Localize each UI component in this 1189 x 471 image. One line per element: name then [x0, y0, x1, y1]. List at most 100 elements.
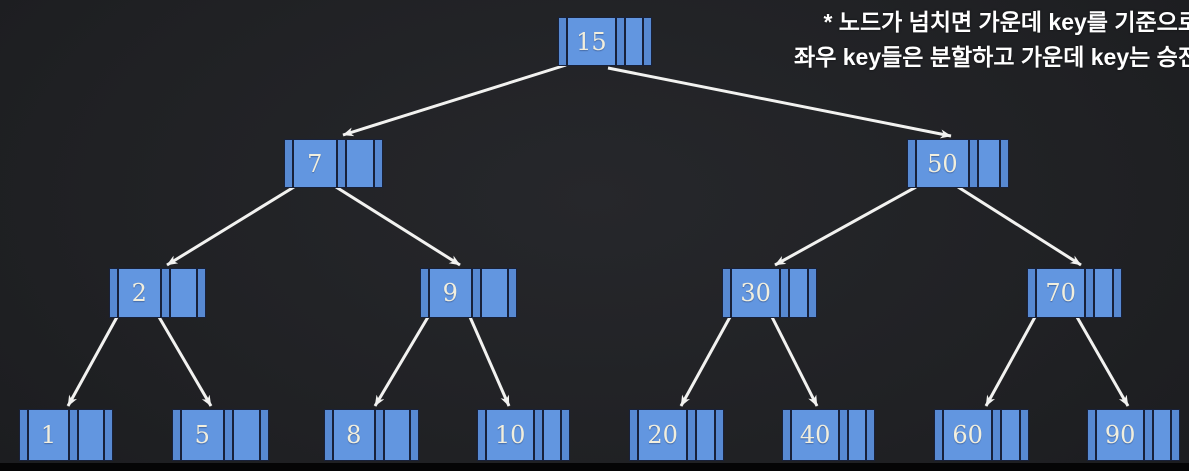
tree-edge-n50-n30 [774, 185, 917, 267]
child-pointer-slot [867, 410, 875, 460]
child-pointer-slot [1021, 410, 1029, 460]
empty-key-cell [697, 410, 715, 460]
child-pointer-slot [1001, 140, 1009, 187]
letterbox-bar [0, 463, 1189, 471]
tree-edge-n50-n70 [957, 185, 1082, 267]
empty-key-cell [849, 410, 866, 460]
tree-edge-n30-n40 [770, 316, 819, 407]
tree-edge-n9-n8 [373, 316, 430, 407]
key-cell: 90 [1097, 410, 1144, 460]
child-pointer-slot [472, 269, 480, 317]
annotation-note: * 노드가 넘치면 가운데 key를 기준으로 좌우 key들은 분할하고 가운… [794, 5, 1189, 75]
child-pointer-slot [783, 410, 790, 460]
empty-key-cell [544, 410, 561, 460]
btree-node-90: 90 [1088, 410, 1180, 460]
btree-node-1: 1 [20, 410, 112, 460]
empty-key-cell [79, 410, 103, 460]
key-cell: 30 [732, 269, 780, 317]
btree-node-8: 8 [325, 410, 418, 460]
empty-key-cell [1154, 410, 1171, 460]
key-cell: 5 [182, 410, 223, 460]
child-pointer-slot [198, 269, 205, 317]
child-pointer-slot [375, 140, 382, 187]
tree-edge-n7-n2 [166, 185, 295, 267]
btree-node-7: 7 [285, 140, 382, 187]
child-pointer-slot [478, 410, 485, 460]
child-pointer-slot [20, 410, 27, 460]
empty-key-cell [625, 18, 643, 65]
key-cell: 70 [1037, 269, 1085, 317]
key-cell: 50 [917, 140, 968, 187]
key-cell: 60 [944, 410, 992, 460]
child-pointer-slot [105, 410, 112, 460]
child-pointer-slot [993, 410, 1001, 460]
child-pointer-slot [969, 140, 977, 187]
key-cell: 1 [29, 410, 69, 460]
child-pointer-slot [616, 18, 624, 65]
btree-node-40: 40 [783, 410, 875, 460]
child-pointer-slot [1145, 410, 1153, 460]
key-cell: 2 [119, 269, 160, 317]
child-pointer-slot [70, 410, 78, 460]
child-pointer-slot [1172, 410, 1180, 460]
child-pointer-slot [411, 410, 418, 460]
tree-edge-n7-n9 [335, 185, 461, 267]
empty-key-cell [1002, 410, 1020, 460]
tree-edge-n9-n10 [468, 316, 511, 407]
btree-node-10: 10 [478, 410, 570, 460]
child-pointer-slot [809, 269, 817, 317]
tree-edge-n70-n60 [984, 316, 1037, 407]
annotation-line-1: * 노드가 넘치면 가운데 key를 기준으로 [823, 9, 1189, 35]
tree-edge-n2-n1 [66, 316, 119, 407]
child-pointer-slot [723, 269, 730, 317]
key-cell: 40 [792, 410, 839, 460]
child-pointer-slot [375, 410, 383, 460]
btree-node-2: 2 [110, 269, 205, 317]
child-pointer-slot [562, 410, 570, 460]
tree-edge-n70-n90 [1075, 316, 1130, 407]
child-pointer-slot [644, 18, 652, 65]
key-cell: 8 [334, 410, 374, 460]
tree-edge-n15-n7 [342, 63, 567, 137]
child-pointer-slot [559, 18, 566, 65]
empty-key-cell [346, 140, 373, 187]
child-pointer-slot [908, 140, 915, 187]
btree-node-15: 15 [559, 18, 652, 65]
empty-key-cell [170, 269, 196, 317]
btree-node-5: 5 [173, 410, 268, 460]
btree-node-9: 9 [421, 269, 516, 317]
empty-key-cell [978, 140, 1000, 187]
child-pointer-slot [337, 140, 345, 187]
child-pointer-slot [325, 410, 332, 460]
key-cell: 9 [430, 269, 471, 317]
child-pointer-slot [1114, 269, 1122, 317]
btree-node-70: 70 [1028, 269, 1122, 317]
child-pointer-slot [421, 269, 428, 317]
key-cell: 7 [294, 140, 336, 187]
child-pointer-slot [688, 410, 696, 460]
child-pointer-slot [1028, 269, 1035, 317]
child-pointer-slot [509, 269, 516, 317]
empty-key-cell [233, 410, 259, 460]
child-pointer-slot [840, 410, 848, 460]
key-cell: 10 [487, 410, 534, 460]
btree-node-60: 60 [935, 410, 1029, 460]
tree-edge-n2-n5 [157, 316, 213, 407]
btree-node-30: 30 [723, 269, 817, 317]
child-pointer-slot [161, 269, 169, 317]
empty-key-cell [384, 410, 409, 460]
child-pointer-slot [535, 410, 543, 460]
annotation-line-2: 좌우 key들은 분할하고 가운데 key는 승진 [794, 44, 1189, 70]
btree-node-20: 20 [630, 410, 724, 460]
empty-key-cell [1095, 269, 1113, 317]
child-pointer-slot [261, 410, 268, 460]
empty-key-cell [790, 269, 808, 317]
child-pointer-slot [173, 410, 180, 460]
child-pointer-slot [285, 140, 292, 187]
child-pointer-slot [935, 410, 942, 460]
child-pointer-slot [224, 410, 232, 460]
child-pointer-slot [781, 269, 789, 317]
empty-key-cell [481, 269, 507, 317]
